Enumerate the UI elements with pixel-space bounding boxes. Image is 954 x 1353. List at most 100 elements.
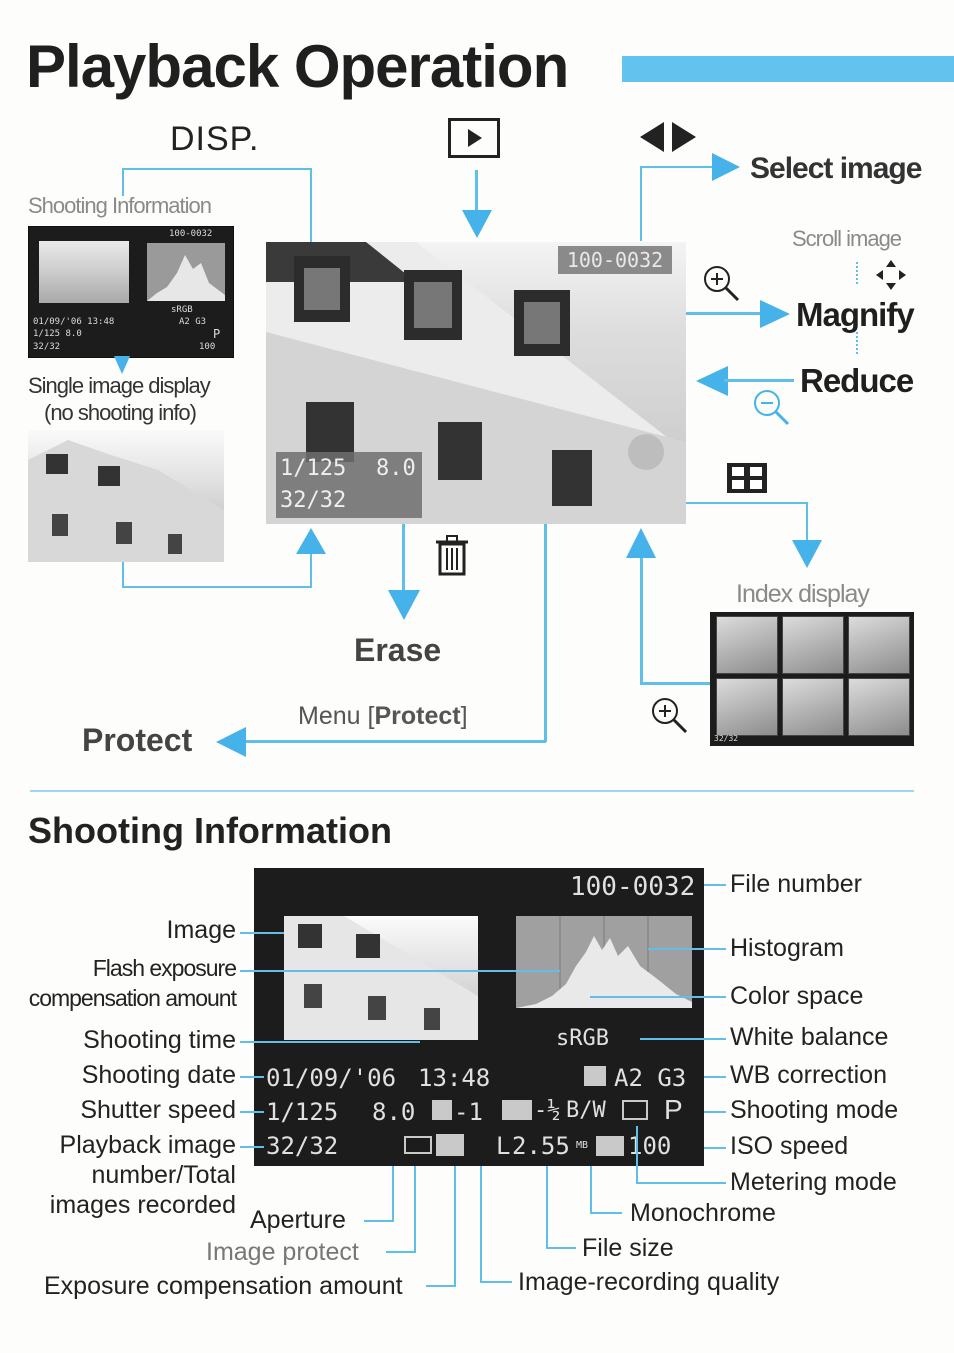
screen-count: 32/32 (266, 1132, 339, 1160)
mini-row3b: 100 (199, 342, 216, 352)
screen-wb-corr: A2 G3 (614, 1064, 687, 1092)
screen-file-size: 2.55 (512, 1132, 570, 1160)
screen-histogram (516, 916, 692, 1008)
overlay-file-number: 100-0032 (558, 246, 672, 274)
screen-quality: L (496, 1132, 511, 1160)
screen-iso: 100 (628, 1132, 672, 1160)
overlay-count: 32/32 (280, 488, 347, 513)
menu-protect-bold: Protect (374, 702, 461, 730)
overlay-aperture: 8.0 (376, 456, 416, 481)
screen-file-size-unit: MB (576, 1140, 589, 1151)
arrow-down-icon (462, 210, 492, 238)
screen-exp-comp: -1 (454, 1098, 483, 1126)
label-shooting-time: Shooting time (83, 1026, 236, 1054)
index-button-icon (727, 463, 767, 493)
screen-date: 01/09/'06 (266, 1064, 397, 1092)
arrow-shaft (475, 170, 478, 220)
arrow-down-small-icon (114, 356, 130, 374)
label-playback-1: Playback image (59, 1131, 236, 1159)
label-aperture: Aperture (250, 1206, 346, 1234)
label-file-size: File size (582, 1234, 674, 1262)
mini-row1: 01/09/'06 13:48 (33, 317, 115, 327)
scroll-image-label: Scroll image (792, 226, 902, 251)
metering-icon (622, 1100, 648, 1120)
label-color-space: Color space (730, 982, 864, 1010)
reduce-minus-icon (754, 390, 790, 426)
single-image-caption-1: Single image display (28, 373, 211, 398)
wb-icon (584, 1066, 606, 1086)
screen-aperture: 8.0 (372, 1098, 416, 1126)
label-image: Image (166, 916, 236, 944)
label-image-recording-quality: Image-recording quality (518, 1268, 780, 1296)
reduce-label: Reduce (800, 362, 914, 399)
index-count: 32/32 (714, 734, 739, 743)
exp-comp-icon (432, 1100, 452, 1120)
select-image-label: Select image (750, 152, 922, 185)
mini-srgb: sRGB (171, 305, 193, 315)
menu-protect-suffix: ] (460, 702, 468, 730)
screen-mode: P (664, 1094, 683, 1125)
label-playback-3: images recorded (49, 1191, 236, 1219)
screen-monochrome: B/W (566, 1098, 606, 1123)
quality-icon (436, 1134, 464, 1156)
page-title: Playback Operation (26, 33, 569, 100)
magnify-plus-icon (704, 266, 740, 302)
index-display-label: Index display (736, 580, 870, 608)
screen-color-space: sRGB (556, 1026, 609, 1051)
screen-image (284, 916, 478, 1040)
protect-label: Protect (82, 722, 193, 758)
label-iso-speed: ISO speed (730, 1132, 849, 1160)
label-metering-mode: Metering mode (730, 1168, 897, 1196)
label-wb-correction: WB correction (730, 1061, 887, 1089)
mini-row1b: A2 G3 (179, 317, 207, 327)
arrow-right-icon (712, 153, 740, 181)
left-right-arrows-icon (640, 122, 696, 152)
magnify-label: Magnify (796, 296, 915, 333)
title-accent-bar (622, 56, 954, 82)
protect-icon (404, 1136, 432, 1154)
erase-label: Erase (354, 632, 442, 668)
section-divider (30, 790, 914, 792)
protect-arrow-icon (216, 727, 246, 757)
label-playback-2: number/Total (91, 1161, 236, 1189)
screen-flash-comp: -½ (534, 1098, 561, 1123)
screen-file-number: 100-0032 (570, 872, 696, 902)
label-monochrome: Monochrome (630, 1199, 776, 1227)
label-shutter-speed: Shutter speed (80, 1096, 236, 1124)
label-flash-comp-1: Flash exposure (92, 955, 237, 981)
label-flash-comp-2: compensation amount (28, 985, 237, 1011)
mini-row3: 32/32 (33, 342, 61, 352)
label-white-balance: White balance (730, 1023, 889, 1051)
label-exposure-comp: Exposure compensation amount (44, 1272, 403, 1300)
mini-file-number: 100-0032 (169, 229, 213, 239)
overlay-info-box: 1/125 8.0 32/32 (276, 452, 422, 518)
label-histogram: Histogram (730, 934, 844, 962)
index-arrow-down-icon (792, 540, 822, 568)
erase-arrow-icon (388, 590, 420, 620)
menu-protect-prefix: Menu [ (298, 702, 375, 730)
trash-icon (436, 535, 468, 576)
single-image-caption-2: (no shooting info) (44, 400, 197, 425)
playback-button-icon (448, 118, 500, 158)
index-magnify-icon (652, 698, 688, 734)
label-file-number: File number (730, 870, 862, 898)
mini-row2b: P (213, 327, 221, 341)
iso-icon (596, 1136, 624, 1156)
label-shooting-date: Shooting date (81, 1061, 236, 1089)
overlay-shutter: 1/125 (280, 456, 347, 481)
shooting-info-caption: Shooting Information (28, 193, 212, 218)
magnify-arrow-icon (760, 300, 790, 328)
reduce-arrow-icon (696, 366, 728, 396)
screen-time: 13:48 (418, 1064, 491, 1092)
index-return-arrow-icon (626, 528, 656, 558)
single-image-thumbnail (28, 430, 224, 562)
arrow-up-icon (296, 528, 326, 554)
section-heading: Shooting Information (28, 810, 392, 851)
screen-shutter: 1/125 (266, 1098, 339, 1126)
disp-button-label: DISP. (170, 120, 260, 158)
mini-row2: 1/125 8.0 (33, 329, 82, 339)
shooting-info-screen: 100-0032 sRGB 01/09/'06 13:48 A2 G3 1/12… (254, 868, 704, 1166)
shooting-info-thumbnail: 100-0032 sRGB 01/09/'06 13:48 A2 G3 1/12… (28, 226, 234, 358)
menu-protect-label: Menu [Protect] (298, 702, 468, 731)
cross-keys-icon (876, 260, 906, 290)
